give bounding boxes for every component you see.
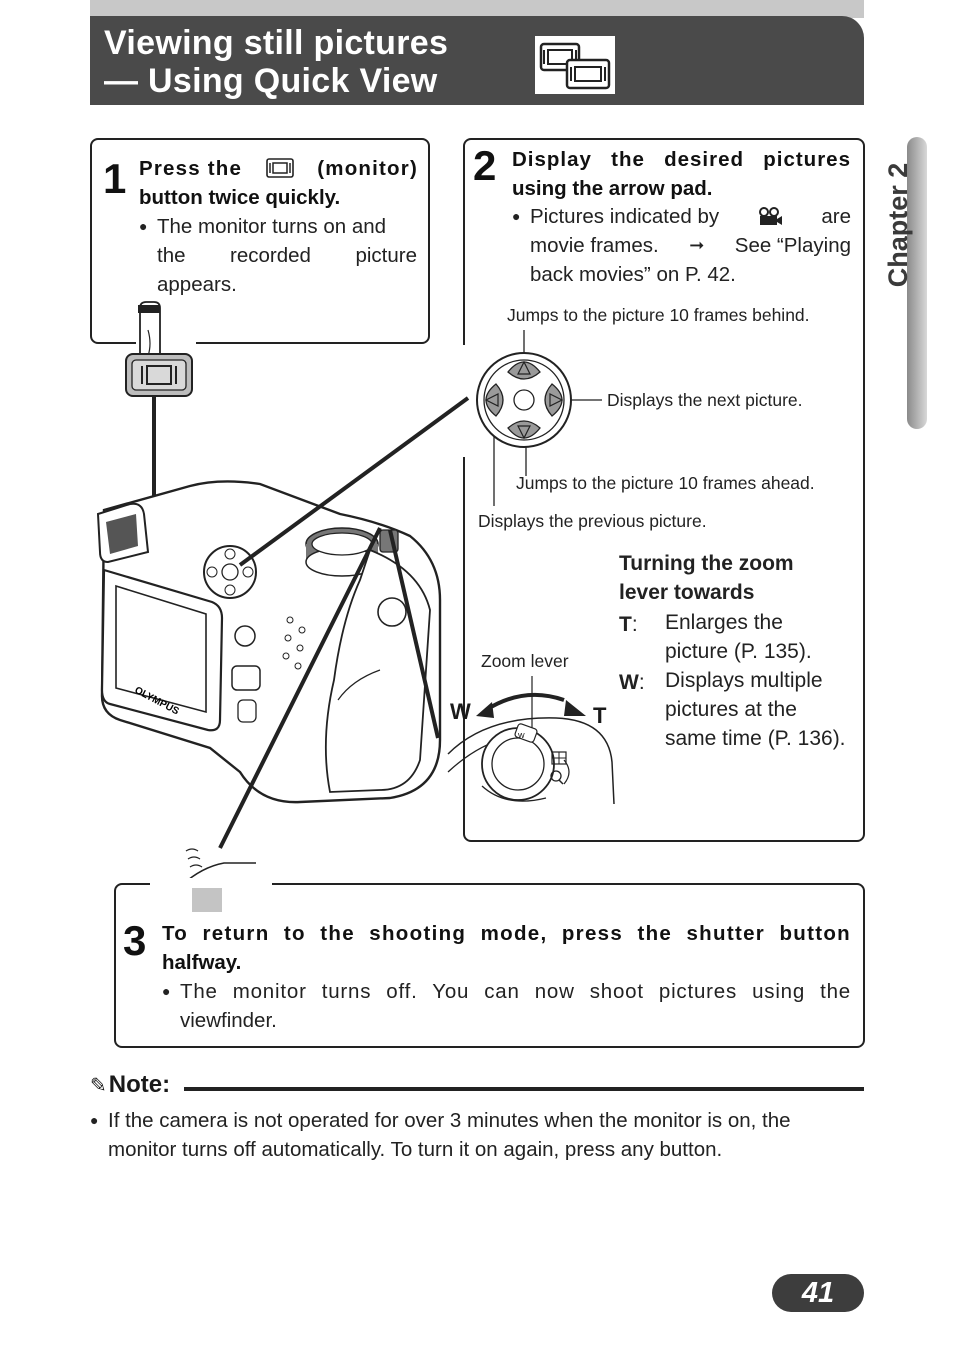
zoom-w-key-text: W bbox=[619, 671, 639, 694]
step-2-number: 2 bbox=[473, 142, 497, 189]
step-3-number: 3 bbox=[123, 917, 147, 964]
step-1-heading-part1: Press the bbox=[139, 157, 243, 180]
camera-illustration: OLYMPUS bbox=[96, 301, 470, 849]
chapter-tab bbox=[907, 137, 927, 429]
note-heading: ✎ Note: bbox=[90, 1071, 170, 1099]
step-1-bullet-line1: The monitor turns on and bbox=[157, 215, 387, 238]
step-3-box-gap bbox=[150, 878, 272, 888]
zoom-t-desc: Enlarges the picture (P. 135). bbox=[665, 608, 812, 666]
svg-text:W: W bbox=[518, 733, 525, 740]
page-number: 41 bbox=[772, 1274, 864, 1312]
step-3-heading-line1: To return to the shooting mode, press th… bbox=[162, 922, 851, 945]
bullet-icon: ● bbox=[512, 208, 521, 224]
shutter-button-icon bbox=[192, 888, 222, 912]
note-line2: monitor turns off automatically. To turn… bbox=[108, 1138, 723, 1161]
step-1-bullet-line2: the recorded picture bbox=[157, 244, 417, 267]
zoom-heading-line1: Turning the zoom bbox=[619, 552, 794, 575]
bullet-icon: ● bbox=[90, 1112, 99, 1128]
page-title: Viewing still pictures — Using Quick Vie… bbox=[104, 24, 448, 100]
arrow-left-label: Displays the previous picture. bbox=[478, 511, 707, 531]
step-3-heading-line2: halfway. bbox=[162, 951, 242, 974]
page-header bbox=[90, 16, 864, 105]
zoom-heading-line2: lever towards bbox=[619, 581, 755, 604]
step-1-bullet-line3: appears. bbox=[157, 273, 237, 296]
bullet-icon: ● bbox=[139, 218, 148, 234]
zoom-w-line3: same time (P. 136). bbox=[665, 727, 846, 750]
bullet-icon: ● bbox=[162, 983, 171, 999]
zoom-heading: Turning the zoom lever towards bbox=[619, 549, 794, 607]
movie-camera-icon bbox=[759, 206, 783, 225]
note-rule bbox=[184, 1087, 864, 1091]
zoom-t-key: T: bbox=[619, 613, 638, 636]
zoom-t-line2: picture (P. 135). bbox=[665, 640, 812, 663]
step-3-bullet: ● The monitor turns off. You can now sho… bbox=[162, 977, 851, 1035]
monitor-button-icon bbox=[265, 158, 294, 178]
step-1-box-gap bbox=[136, 336, 196, 346]
step-1-heading-part2: (monitor) bbox=[317, 157, 418, 180]
step-3-bullet-line2: viewfinder. bbox=[180, 1009, 277, 1032]
step-2-heading-line2: using the arrow pad. bbox=[512, 177, 713, 200]
step-2-bullet-line2a: movie frames. bbox=[530, 234, 659, 257]
step-3-heading: To return to the shooting mode, press th… bbox=[162, 919, 851, 977]
arrow-pad-diagram bbox=[476, 330, 602, 506]
step-1-heading: Press the (monitor) button twice quickly… bbox=[139, 154, 418, 212]
step-2-box bbox=[463, 138, 865, 842]
zoom-w-desc: Displays multiple pictures at the same t… bbox=[665, 666, 846, 753]
zoom-t-key-text: T bbox=[619, 613, 632, 636]
note-line1: If the camera is not operated for over 3… bbox=[108, 1109, 791, 1132]
step-2-heading-line1: Display the desired pictures bbox=[512, 148, 851, 171]
zoom-t-arrow-label: T bbox=[593, 703, 607, 728]
step-2-heading: Display the desired pictures using the a… bbox=[512, 145, 851, 203]
zoom-w-arrow-label: W bbox=[450, 699, 471, 724]
step-1-bullet: ● The monitor turns on and the recorded … bbox=[139, 212, 417, 299]
arrow-right-label: Displays the next picture. bbox=[607, 390, 803, 410]
header-top-strip bbox=[90, 0, 864, 18]
pencil-icon: ✎ bbox=[90, 1074, 107, 1097]
step-2-bullet-line2b: See “Playing bbox=[734, 234, 851, 257]
zoom-t-line1: Enlarges the bbox=[665, 611, 783, 634]
step-2-bullet-line1b: are bbox=[821, 205, 851, 228]
arrow-down-label: Jumps to the picture 10 frames ahead. bbox=[516, 473, 815, 493]
note-label: Note: bbox=[108, 1071, 171, 1098]
zoom-lever-label: Zoom lever bbox=[481, 651, 569, 671]
zoom-w-key: W: bbox=[619, 671, 645, 694]
step-2-bullet-line1a: Pictures indicated by bbox=[530, 205, 720, 228]
zoom-w-line2: pictures at the bbox=[665, 698, 797, 721]
zoom-w-line1: Displays multiple bbox=[665, 669, 823, 692]
arrow-right-icon: ➞ bbox=[689, 235, 705, 255]
title-line-1: Viewing still pictures bbox=[104, 24, 449, 62]
step-2-bullet-line3: back movies” on P. 42. bbox=[530, 263, 736, 286]
step-2-bullet: ● Pictures indicated by are movie frames… bbox=[512, 202, 851, 289]
title-line-2: — Using Quick View bbox=[104, 62, 438, 100]
step-1-heading-line2: button twice quickly. bbox=[139, 186, 341, 209]
arrow-up-label: Jumps to the picture 10 frames behind. bbox=[507, 305, 810, 325]
step-3-box bbox=[114, 883, 865, 1048]
quick-view-monitor-icon bbox=[535, 36, 615, 94]
chapter-label: Chapter 2 bbox=[883, 162, 913, 288]
step-3-bullet-line1: The monitor turns off. You can now shoot… bbox=[180, 980, 851, 1003]
step-1-number: 1 bbox=[103, 155, 127, 202]
note-body: ● If the camera is not operated for over… bbox=[90, 1106, 864, 1164]
zoom-lever-illustration: W bbox=[447, 676, 615, 805]
